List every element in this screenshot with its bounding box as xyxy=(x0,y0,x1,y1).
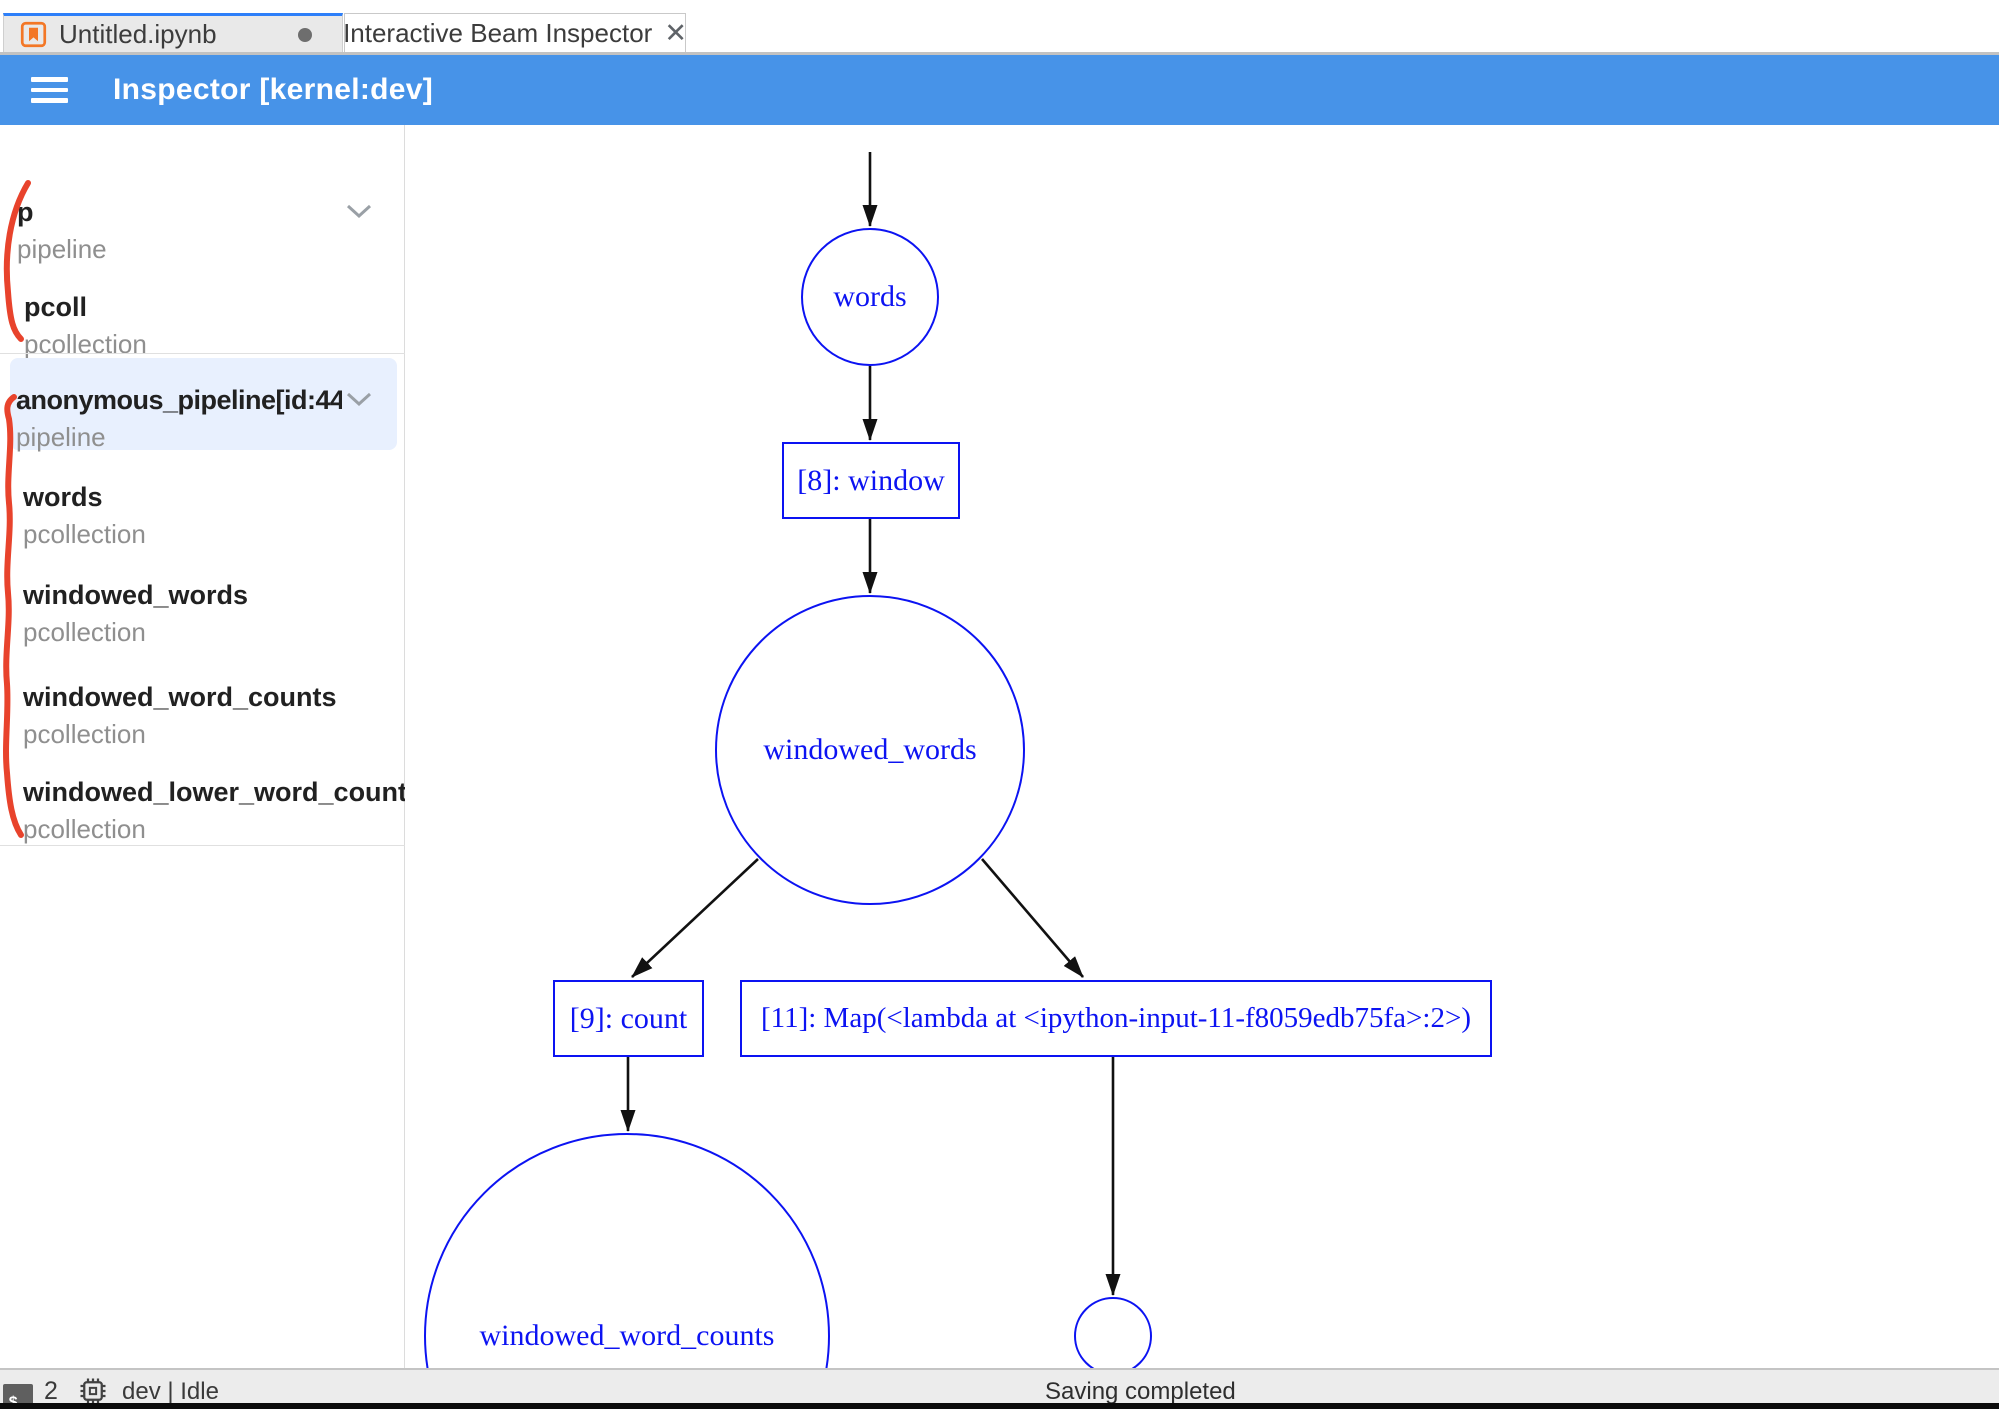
sidebar-item-type: pcollection xyxy=(23,519,146,549)
window-bottom-edge xyxy=(0,1403,1999,1409)
sidebar-item-type: pcollection xyxy=(23,814,146,844)
graph-node-windowed-words: windowed_words xyxy=(715,595,1025,905)
sidebar-item-type: pipeline xyxy=(16,422,106,452)
kernel-status[interactable]: dev | Idle xyxy=(122,1378,219,1405)
sidebar-item-windowed-word-counts[interactable]: windowed_word_counts xyxy=(23,682,337,712)
chevron-down-icon[interactable] xyxy=(345,203,373,221)
sidebar-item-type: pipeline xyxy=(17,234,107,264)
sidebar-item-type: pcollection xyxy=(23,617,146,647)
tab-label: Untitled.ipynb xyxy=(59,19,217,49)
graph-node-small-pcollection xyxy=(1074,1297,1152,1368)
selected-row-highlight xyxy=(10,358,397,450)
unsaved-changes-dot xyxy=(298,27,312,42)
terminal-count[interactable]: 2 xyxy=(44,1377,58,1405)
sidebar-item-words[interactable]: words xyxy=(23,482,103,512)
graph-node-map-transform: [11]: Map(<lambda at <ipython-input-11-f… xyxy=(740,980,1492,1057)
tab-label: Interactive Beam Inspector xyxy=(343,18,653,48)
tab-bar: Untitled.ipynb Interactive Beam Inspecto… xyxy=(0,0,1999,55)
sidebar-item-pcoll[interactable]: pcoll xyxy=(24,292,88,322)
inspectables-sidebar: p pipeline pcoll pcollection anonymous_p… xyxy=(0,125,422,1368)
kernel-chip-icon[interactable] xyxy=(78,1376,108,1406)
notebook-icon xyxy=(20,21,47,48)
sidebar-item-windowed-lower-word-counts[interactable]: windowed_lower_word_counts xyxy=(23,777,423,807)
status-message: Saving completed xyxy=(1045,1378,1236,1405)
group-divider xyxy=(0,845,405,846)
inspector-header: Inspector [kernel:dev] xyxy=(0,55,1999,125)
edge-to-count xyxy=(631,858,759,978)
tab-beam-inspector[interactable]: Interactive Beam Inspector ✕ xyxy=(343,13,687,53)
hamburger-icon[interactable] xyxy=(31,77,77,103)
tab-untitled-notebook[interactable]: Untitled.ipynb xyxy=(3,13,343,53)
close-icon[interactable]: ✕ xyxy=(664,18,687,48)
sidebar-item-type: pcollection xyxy=(24,329,147,359)
graph-node-window-transform: [8]: window xyxy=(782,442,960,519)
graph-node-words: words xyxy=(801,228,939,366)
tabbar-underline xyxy=(0,52,1999,55)
sidebar-item-type: pcollection xyxy=(23,719,146,749)
page-title: Inspector [kernel:dev] xyxy=(113,73,434,106)
sidebar-item-anonymous-pipeline[interactable]: anonymous_pipeline[id:44516… xyxy=(16,385,342,415)
graph-node-count-transform: [9]: count xyxy=(553,980,704,1057)
sidebar-item-p[interactable]: p xyxy=(17,197,34,227)
group-divider xyxy=(0,353,405,354)
edge-to-map xyxy=(981,858,1084,978)
chevron-down-icon[interactable] xyxy=(345,391,373,409)
sidebar-item-windowed-words[interactable]: windowed_words xyxy=(23,580,249,610)
graph-edges xyxy=(620,152,1121,1296)
pipeline-graph: words [8]: window windowed_words [9]: co… xyxy=(405,125,1999,1368)
status-bar: $_ 2 dev | Idle Saving completed xyxy=(0,1368,1999,1409)
